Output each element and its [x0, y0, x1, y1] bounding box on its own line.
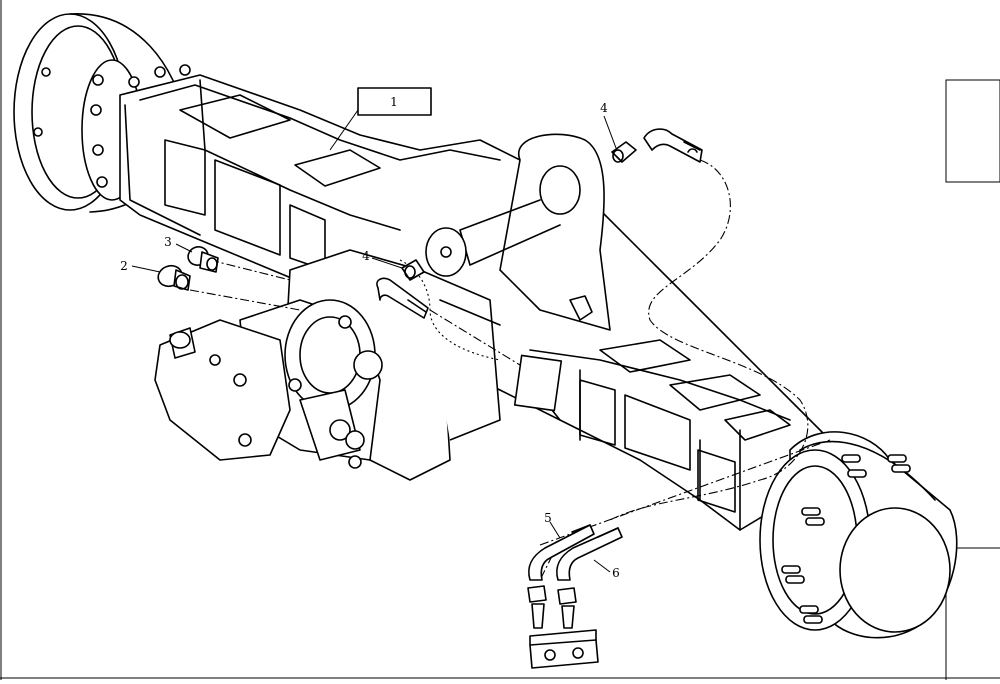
hose-part-6	[556, 527, 623, 629]
callout-1-box	[357, 87, 432, 116]
callout-4-middle-label: 4	[362, 249, 370, 263]
right-hub-studs	[781, 454, 911, 624]
callout-4-upper-label: 4	[600, 101, 608, 115]
valve-block	[299, 389, 361, 461]
callout-1-label: 1	[390, 95, 398, 109]
central-pivot	[425, 133, 611, 331]
callout-2-label: 2	[120, 259, 128, 273]
callout-1: 1	[357, 87, 432, 116]
identification-plate	[513, 354, 563, 412]
fitting-part-2	[157, 264, 191, 291]
breather-fitting	[569, 295, 593, 321]
right-margin-tab-top	[945, 79, 1000, 183]
fitting-part-4-upper	[611, 128, 703, 163]
right-wheel-hub	[759, 431, 958, 639]
callout-6-label: 6	[612, 566, 620, 580]
fitting-part-3	[187, 246, 219, 273]
pump-ports	[209, 315, 352, 447]
hose-part-5	[527, 524, 595, 629]
fitting-part-4-middle	[376, 259, 429, 319]
callout-5-label: 5	[544, 511, 552, 525]
callout-3-label: 3	[164, 235, 172, 249]
hydraulic-pump-block	[154, 319, 291, 461]
bracket-plate	[529, 629, 599, 669]
callout-leaders	[131, 109, 617, 573]
drive-motor-assembly	[154, 249, 501, 481]
